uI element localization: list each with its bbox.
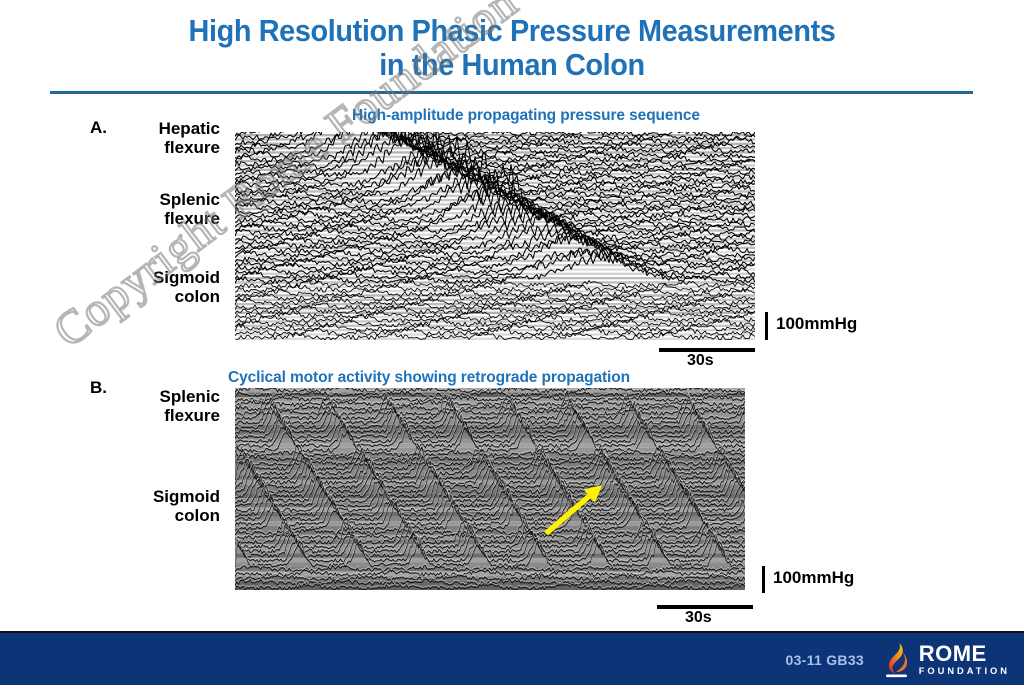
panel-a-pressure-scale-label: 100mmHg <box>776 314 858 333</box>
panel-b-pressure-scale-bar <box>762 566 765 593</box>
rome-foundation-logo: ROME FOUNDATION <box>882 642 1010 678</box>
title-divider <box>50 91 973 94</box>
page-title: High Resolution Phasic Pressure Measurem… <box>188 13 836 82</box>
panel-b-caption: Cyclical motor activity showing retrogra… <box>228 369 630 386</box>
panel-b-manometry-plot <box>235 388 745 590</box>
panel-b-pressure-scale-label: 100mmHg <box>773 568 855 587</box>
panel-a-label-sigmoid-colon: Sigmoid colon <box>152 268 220 306</box>
panel-b-label-splenic-flexure: Splenic flexure <box>159 387 220 425</box>
panel-a-time-scale-label: 30s <box>687 352 714 369</box>
flame-icon <box>885 643 907 678</box>
panel-a-time-scale-bar <box>659 348 755 352</box>
panel-a-pressure-scale-bar <box>765 312 768 340</box>
logo-secondary-text: FOUNDATION <box>918 666 1010 677</box>
panel-a-label-splenic-flexure: Splenic flexure <box>159 190 220 228</box>
panel-b-time-scale-label: 30s <box>685 609 712 626</box>
panel-b-letter: B. <box>90 378 107 397</box>
panel-a-caption: High-amplitude propagating pressure sequ… <box>352 107 700 124</box>
footer-slide-code: 03-11 GB33 <box>785 652 864 668</box>
footer-bar: 03-11 GB33 ROME FOUNDATION <box>0 631 1024 685</box>
panel-b-time-scale-bar <box>657 605 753 609</box>
panel-a-label-hepatic-flexure: Hepatic flexure <box>158 119 220 157</box>
logo-primary-text: ROME <box>918 641 987 667</box>
panel-a-letter: A. <box>90 118 107 137</box>
panel-a-manometry-plot <box>235 132 755 340</box>
panel-b-label-sigmoid-colon: Sigmoid colon <box>152 487 220 525</box>
logo-wordmark: ROME FOUNDATION <box>919 643 1010 676</box>
